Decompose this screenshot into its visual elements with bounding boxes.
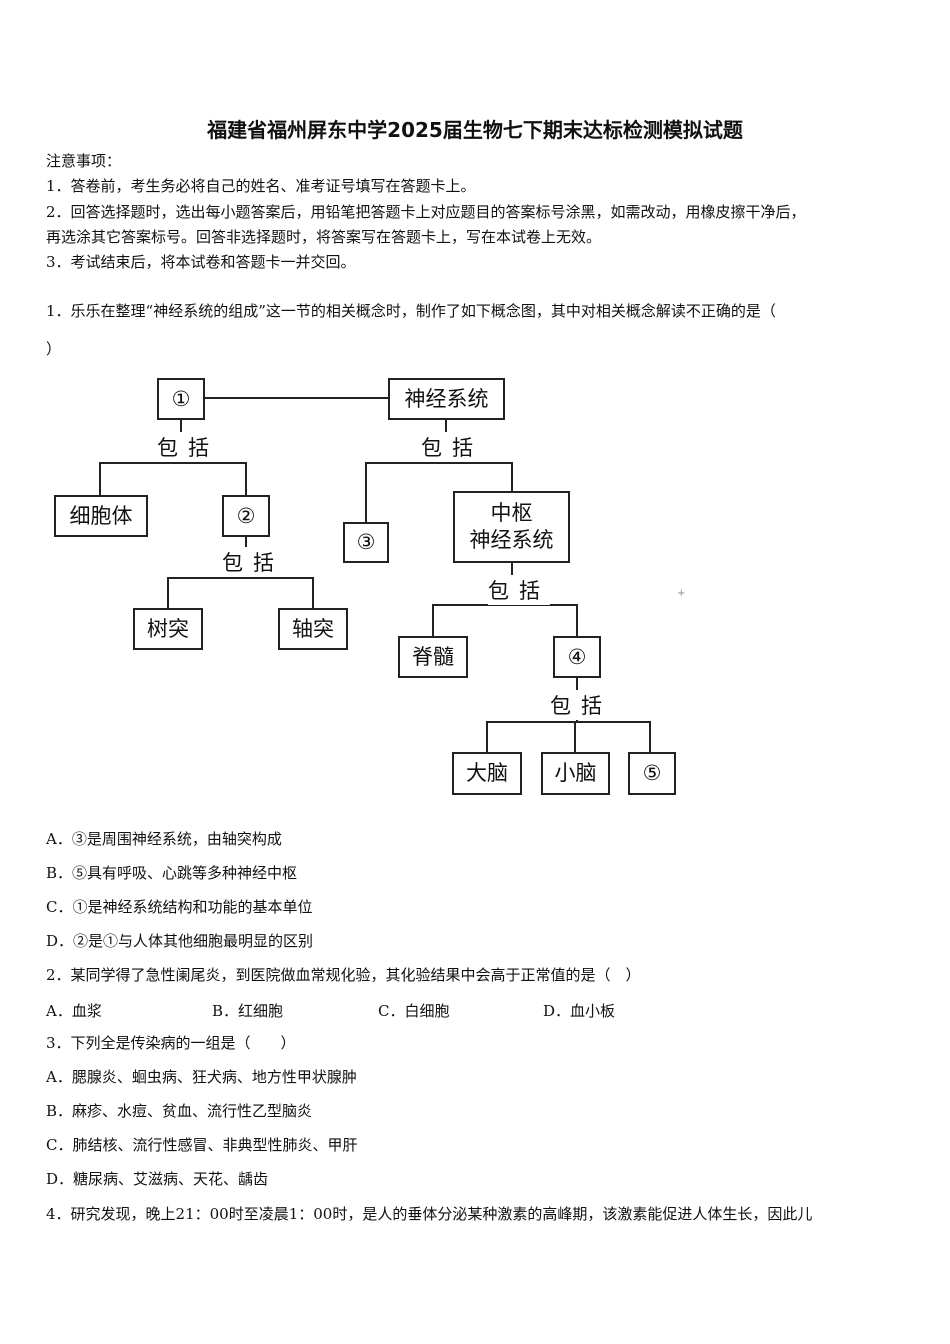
q3-option-d: D．糖尿病、艾滋病、天花、龋齿 (46, 1170, 269, 1188)
q3-option-c: C．肺结核、流行性感冒、非典型性肺炎、甲肝 (46, 1136, 358, 1154)
includes-label: 包括 (421, 432, 483, 462)
question-2-stem: 2．某同学得了急性阑尾炎，到医院做血常规化验，其化验结果中会高于正常值的是（ ） (46, 966, 641, 984)
q1-option-d: D．②是①与人体其他细胞最明显的区别 (46, 932, 314, 950)
question-1-stem-end: ） (46, 340, 62, 358)
node-spinal-cord: 脊髓 (398, 636, 468, 678)
node-cell-body: 细胞体 (54, 495, 148, 537)
q2-option-d: D．血小板 (543, 1002, 616, 1020)
includes-label: 包括 (488, 575, 550, 605)
notice-heading: 注意事项： (46, 152, 122, 170)
question-3-stem: 3．下列全是传染病的一组是（ ） (46, 1034, 296, 1052)
node-1: ① (157, 378, 205, 420)
q3-option-a: A．腮腺炎、蛔虫病、狂犬病、地方性甲状腺肿 (46, 1068, 357, 1086)
question-1-stem: 1．乐乐在整理“神经系统的组成”这一节的相关概念时，制作了如下概念图，其中对相关… (46, 302, 776, 320)
node-2: ② (222, 495, 270, 537)
q1-option-b: B．⑤具有呼吸、心跳等多种神经中枢 (46, 864, 298, 882)
node-cerebellum: 小脑 (541, 752, 610, 795)
node-nervous-system: 神经系统 (388, 378, 505, 420)
page-title: 福建省福州屏东中学2025届生物七下期末达标检测模拟试题 (207, 118, 743, 142)
node-3: ③ (343, 522, 389, 563)
notice-item: 2．回答选择题时，选出每小题答案后，用铅笔把答题卡上对应题目的答案标号涂黑，如需… (46, 203, 806, 221)
cns-label-line1: 中枢 (490, 501, 533, 525)
q1-option-c: C．①是神经系统结构和功能的基本单位 (46, 898, 313, 916)
stray-mark: + (677, 588, 685, 599)
notice-item: 1．答卷前，考生务必将自己的姓名、准考证号填写在答题卡上。 (46, 177, 476, 195)
q2-option-a: A．血浆 (46, 1002, 102, 1020)
q3-option-b: B．麻疹、水痘、贫血、流行性乙型脑炎 (46, 1102, 313, 1120)
node-central-nervous-system: 中枢 神经系统 (453, 491, 570, 563)
question-4-stem: 4．研究发现，晚上21：00时至凌晨1：00时，是人的垂体分泌某种激素的高峰期，… (46, 1205, 813, 1223)
notice-item: 再选涂其它答案标号。回答非选择题时，将答案写在答题卡上，写在本试卷上无效。 (46, 228, 602, 246)
node-dendrite: 树突 (133, 608, 203, 650)
cns-label-line2: 神经系统 (469, 528, 554, 552)
includes-label: 包括 (550, 690, 612, 720)
q1-option-a: A．③是周围神经系统，由轴突构成 (46, 830, 282, 848)
q2-option-c: C．白细胞 (378, 1002, 450, 1020)
includes-label: 包括 (222, 547, 284, 577)
notice-item: 3．考试结束后，将本试卷和答题卡一并交回。 (46, 253, 356, 271)
node-5: ⑤ (628, 752, 676, 795)
node-4: ④ (553, 636, 601, 678)
q2-option-b: B．红细胞 (212, 1002, 284, 1020)
includes-label: 包括 (157, 432, 219, 462)
node-axon: 轴突 (278, 608, 348, 650)
node-cerebrum: 大脑 (452, 752, 522, 795)
